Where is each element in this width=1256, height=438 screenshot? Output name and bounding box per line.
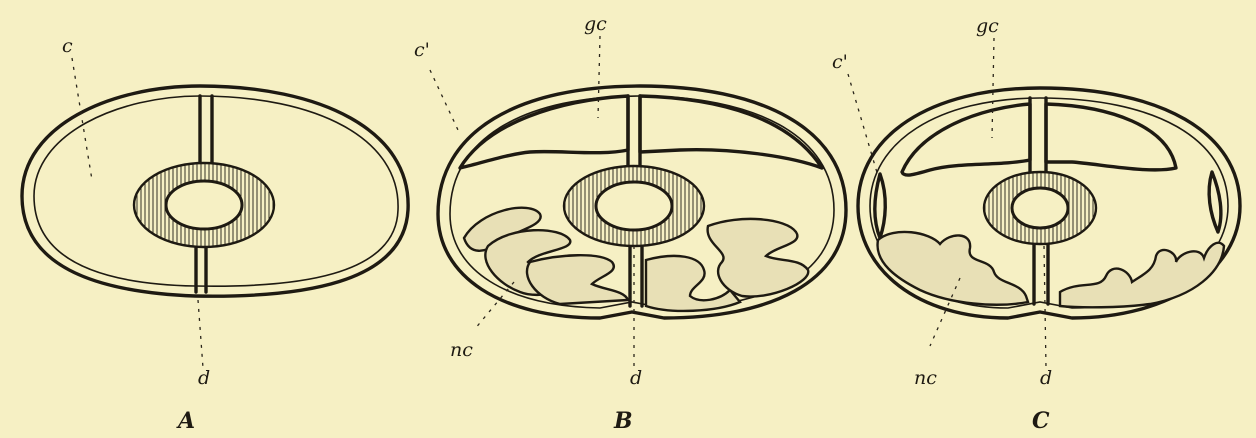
- panel-a-label-d: d: [198, 367, 210, 389]
- panel-c-gut-lumen: [1012, 188, 1068, 228]
- panel-b-leader-c-prime: [430, 70, 458, 130]
- panel-b-label-gc: gc: [584, 13, 607, 35]
- panel-c-caption: C: [1032, 408, 1050, 434]
- panel-c-dorsal-mesentery: [1030, 98, 1046, 172]
- panel-b-caption: B: [613, 408, 633, 434]
- panel-c-label-nc: nc: [914, 367, 937, 389]
- panel-a-gut-lumen: [166, 181, 242, 229]
- panel-c-label-gc: gc: [976, 15, 999, 37]
- panel-a-leader-d: [198, 300, 203, 368]
- panel-a-label-c: c: [62, 35, 73, 57]
- panel-c-lateral-slit-left: [875, 174, 886, 238]
- panel-b-label-c-prime: c': [414, 39, 430, 61]
- panel-a-leader-c: [72, 58, 92, 180]
- panel-c-gonocoel-right: [1046, 104, 1176, 170]
- panel-c-leader-c-prime: [848, 74, 878, 176]
- panel-c-nephrocoel-left: [878, 232, 1028, 305]
- panel-b-nephrocoel-left-3: [527, 255, 628, 304]
- panel-a-caption: A: [176, 408, 195, 434]
- panel-c-lateral-slit-right: [1209, 172, 1221, 232]
- panel-c: c' gc nc d C: [832, 15, 1240, 434]
- panel-c-leader-gc: [992, 38, 994, 138]
- panel-a-dorsal-mesentery: [200, 96, 212, 168]
- panel-b-ventral-mesentery: [630, 238, 642, 306]
- panel-b: c' gc nc d B: [414, 13, 846, 434]
- panel-b-gut-lumen: [596, 182, 672, 230]
- panel-c-leader-d: [1044, 246, 1046, 368]
- panel-a: c d A: [22, 35, 408, 434]
- panel-b-label-d: d: [630, 367, 642, 389]
- panel-b-nephrocoel-right-2: [708, 219, 809, 297]
- panel-c-label-d: d: [1040, 367, 1052, 389]
- panel-b-gonocoel-left: [460, 96, 628, 168]
- panel-c-nephrocoel-right: [1060, 243, 1224, 308]
- panel-c-ventral-mesentery: [1034, 244, 1048, 304]
- panel-b-gonocoel-right: [640, 96, 822, 168]
- panel-b-dorsal-mesentery: [628, 96, 640, 172]
- panel-c-label-c-prime: c': [832, 51, 848, 73]
- panel-b-label-nc: nc: [450, 339, 473, 361]
- panel-b-leader-gc: [598, 36, 600, 118]
